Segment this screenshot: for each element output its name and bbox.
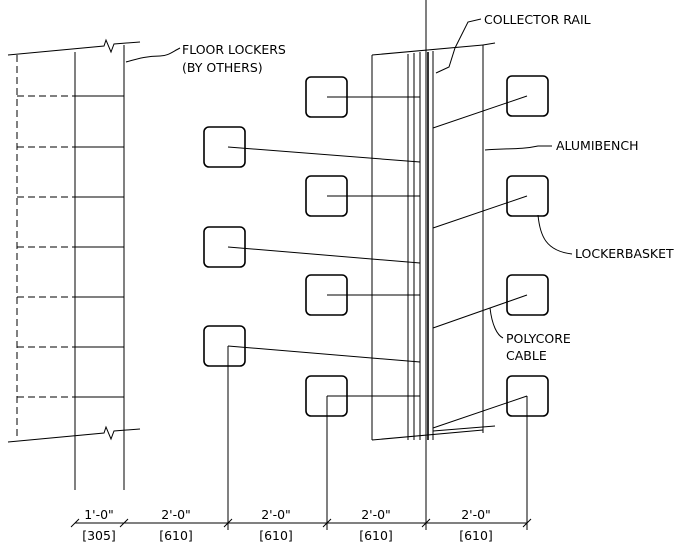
dimension-2-metric: [610] [159, 528, 193, 543]
dimension-5-imperial: 2'-0" [461, 507, 491, 522]
locker-basket [203, 226, 246, 268]
locker-basket [506, 175, 549, 217]
polycore-leader [489, 307, 504, 339]
locker-basket [506, 75, 549, 117]
floor-lockers-sublabel: (BY OTHERS) [182, 60, 263, 75]
alumibench [371, 42, 496, 441]
extension-lines [227, 346, 528, 530]
floor-lockers-label: FLOOR LOCKERS [182, 42, 286, 57]
dimension-3-imperial: 2'-0" [261, 507, 291, 522]
dimension-4-metric: [610] [359, 528, 393, 543]
alumibench-label: ALUMIBENCH [556, 138, 638, 153]
locker-baskets [203, 75, 549, 417]
floor-lockers [7, 38, 141, 490]
dimension-5-metric: [610] [459, 528, 493, 543]
polycore-label: POLYCORE [506, 331, 571, 346]
dimension-4-imperial: 2'-0" [361, 507, 391, 522]
lockerbasket-label: LOCKERBASKET [575, 246, 674, 261]
polycore-sublabel: CABLE [506, 348, 547, 363]
polycore-cables [227, 95, 528, 429]
collector-rail-label: COLLECTOR RAIL [484, 12, 591, 27]
collector-rail-leader [435, 18, 482, 74]
alumibench-leader [484, 145, 552, 151]
floor-lockers-leader [125, 47, 181, 63]
dimension-3-metric: [610] [259, 528, 293, 543]
dimension-ticks [70, 518, 532, 528]
locker-rows [17, 95, 124, 398]
locker-basket [203, 126, 246, 168]
lockerbasket-leader [537, 214, 573, 255]
dimension-line [70, 518, 532, 528]
dimension-1-imperial: 1'-0" [84, 507, 114, 522]
dimension-1-metric: [305] [82, 528, 116, 543]
locker-basket [203, 325, 246, 367]
dimension-2-imperial: 2'-0" [161, 507, 191, 522]
locker-basket [506, 274, 549, 316]
